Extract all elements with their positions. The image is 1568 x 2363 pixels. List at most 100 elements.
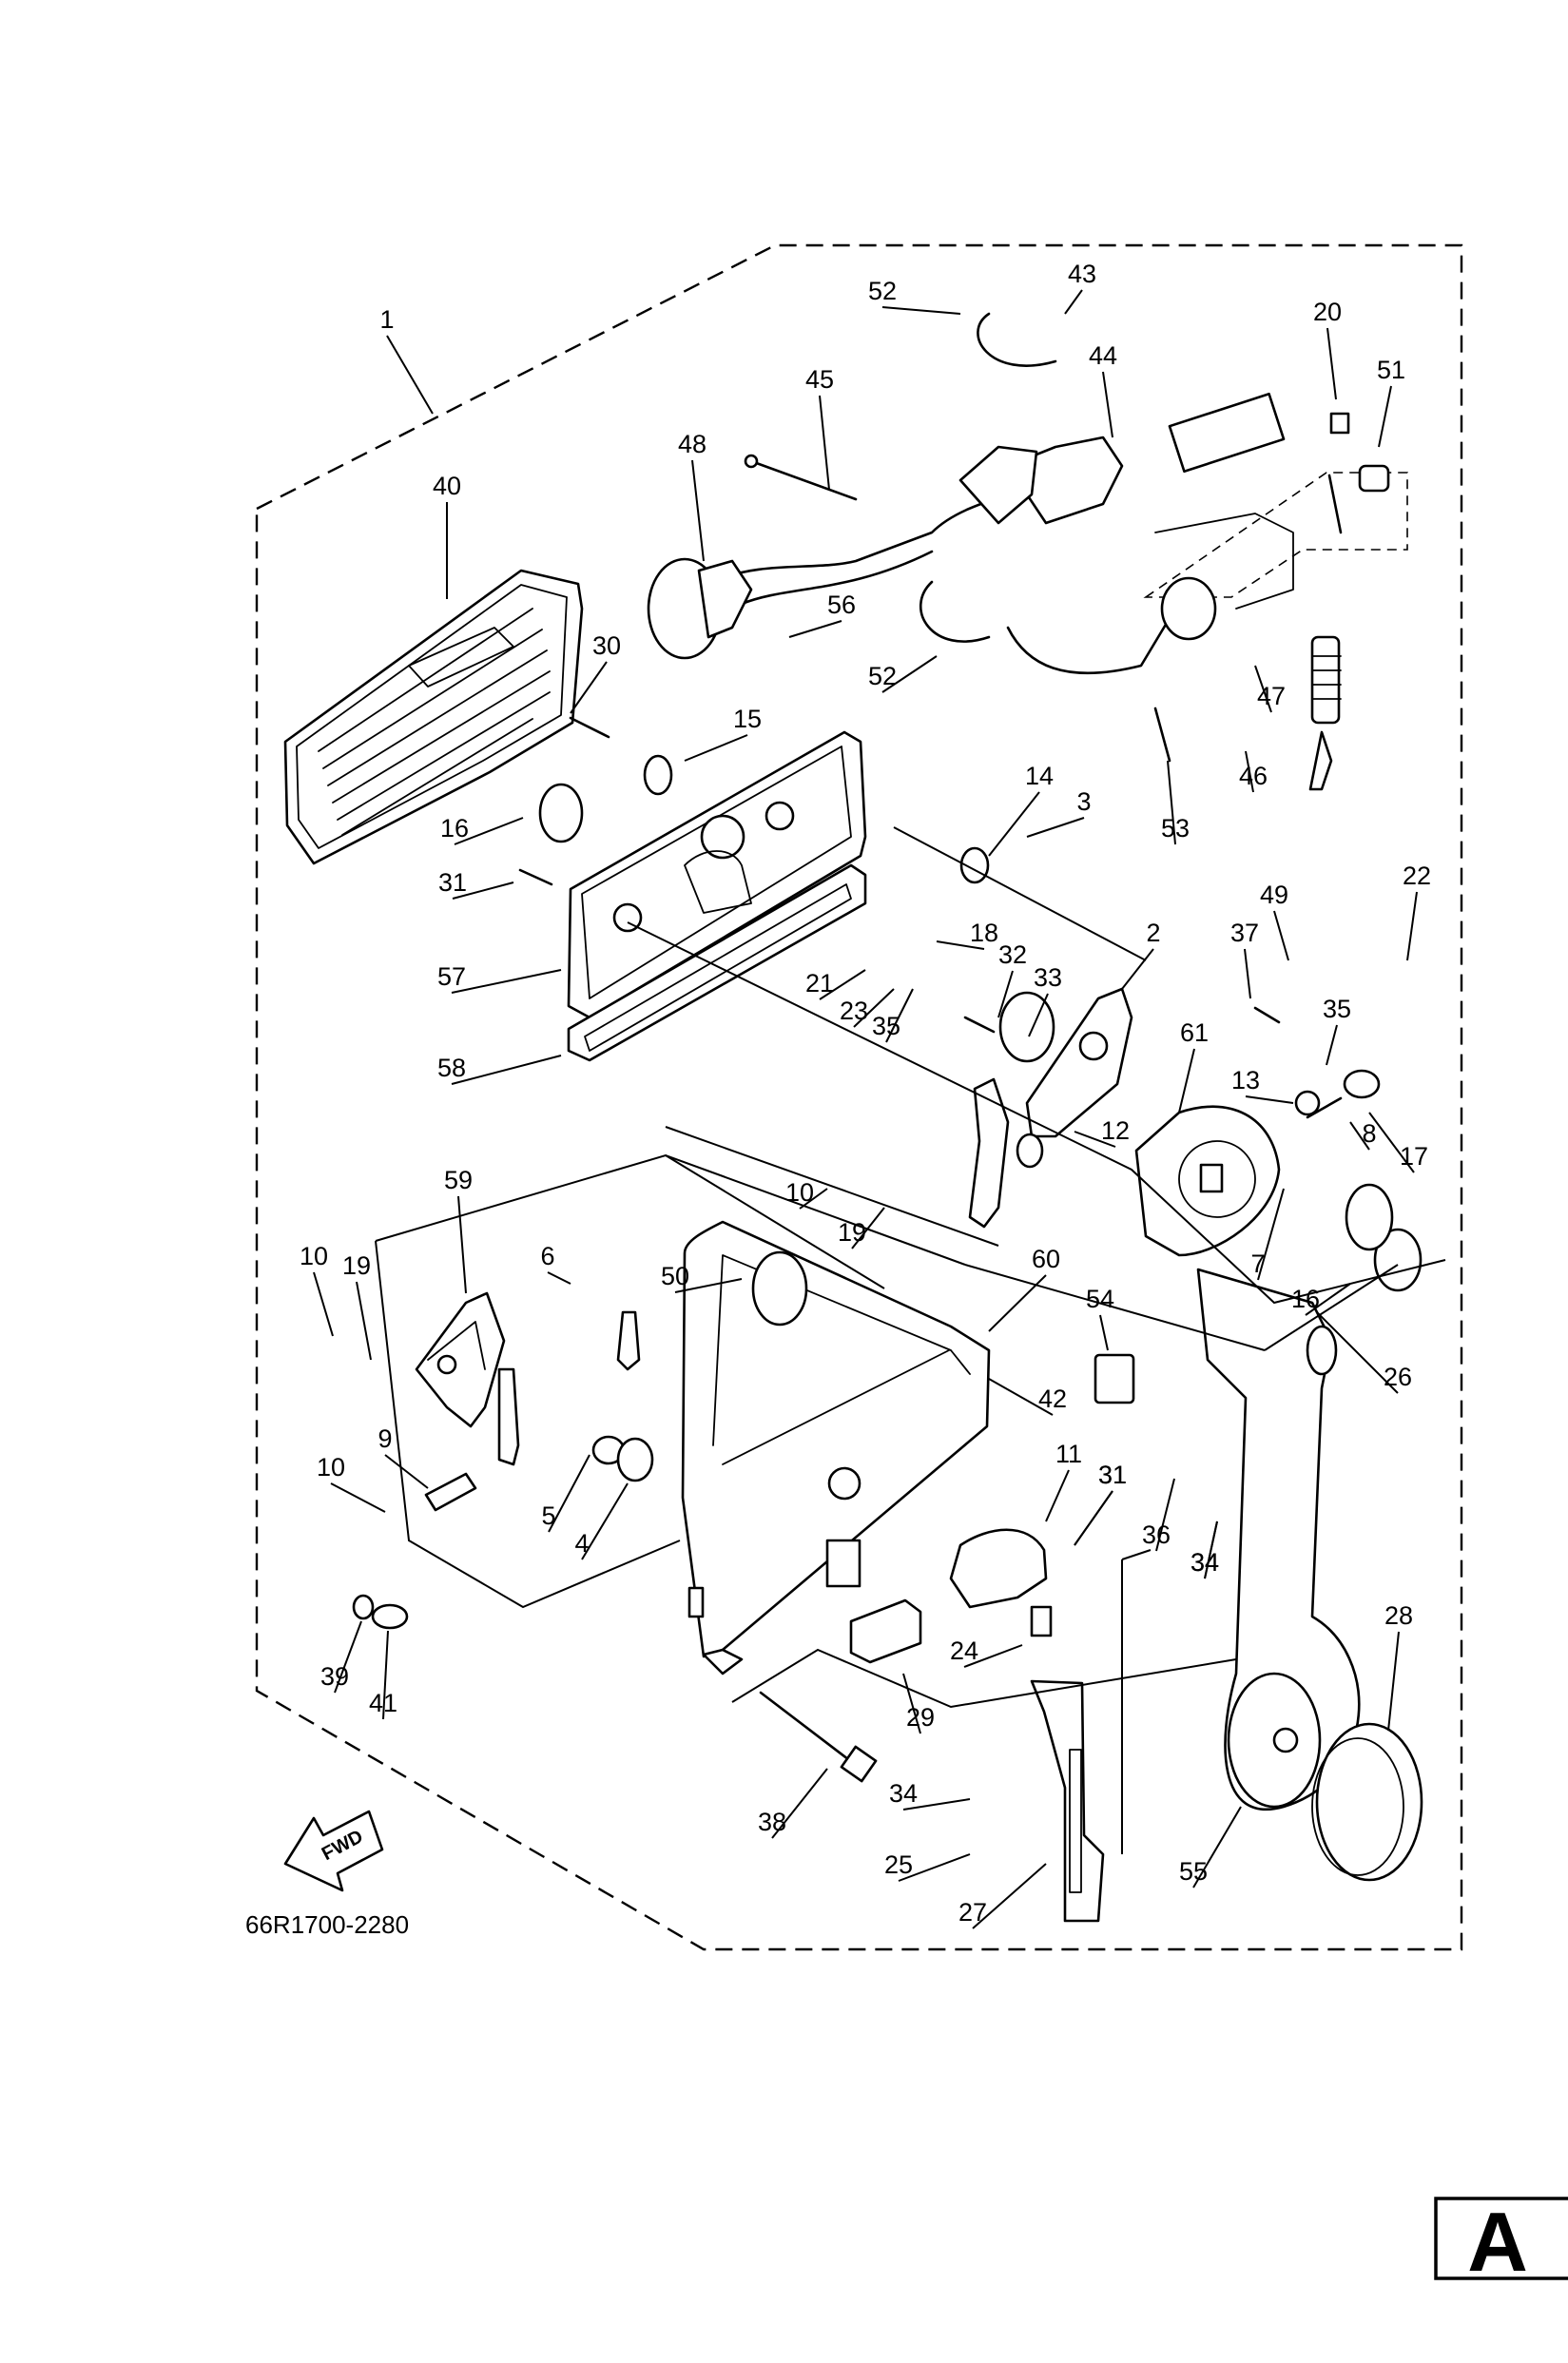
callout-39: 39 bbox=[320, 1662, 349, 1691]
control-lever bbox=[1030, 1268, 1423, 1923]
callout-leader bbox=[313, 1271, 334, 1337]
callout-26: 26 bbox=[1384, 1363, 1412, 1391]
callout-52: 52 bbox=[868, 662, 897, 690]
callout-28: 28 bbox=[1384, 1601, 1413, 1630]
shift-arm bbox=[968, 1077, 1010, 1229]
callout-leader bbox=[1121, 948, 1154, 990]
callout-45: 45 bbox=[805, 365, 834, 394]
callout-leader bbox=[581, 1482, 629, 1560]
callout-leader bbox=[963, 1644, 1023, 1668]
callout-leader bbox=[451, 1055, 562, 1085]
cam bbox=[1134, 1105, 1281, 1257]
callout-34: 34 bbox=[889, 1779, 918, 1808]
callout-leader bbox=[1074, 1131, 1116, 1148]
callout-leader bbox=[1064, 289, 1083, 315]
callout-leader bbox=[457, 1195, 467, 1294]
callout-30: 30 bbox=[592, 631, 621, 660]
callout-38: 38 bbox=[758, 1808, 786, 1836]
callout-leader bbox=[1316, 1311, 1399, 1394]
callout-51: 51 bbox=[1377, 356, 1405, 384]
callout-leader bbox=[788, 620, 842, 638]
clamp-upper bbox=[977, 312, 1057, 367]
callout-5: 5 bbox=[541, 1501, 555, 1530]
callout-7: 7 bbox=[1250, 1249, 1265, 1278]
callout-16: 16 bbox=[1291, 1285, 1320, 1313]
callout-leader bbox=[684, 734, 748, 762]
callout-60: 60 bbox=[1032, 1245, 1060, 1273]
callout-leader bbox=[881, 306, 961, 315]
section-letter: A bbox=[1467, 2195, 1528, 2289]
callout-49: 49 bbox=[1260, 881, 1288, 909]
side-cover bbox=[681, 1220, 991, 1675]
callout-leader bbox=[1028, 993, 1049, 1037]
callout-leader bbox=[972, 1863, 1047, 1929]
callout-31: 31 bbox=[1098, 1461, 1127, 1489]
callout-leader bbox=[1406, 891, 1418, 961]
callout-leader bbox=[1273, 910, 1289, 961]
callout-32: 32 bbox=[998, 940, 1027, 969]
callout-31: 31 bbox=[1098, 1461, 1127, 1489]
bracket bbox=[849, 1598, 922, 1664]
callout-27: 27 bbox=[958, 1898, 987, 1927]
callout-leader bbox=[452, 881, 514, 900]
callout-16: 16 bbox=[440, 814, 469, 843]
callout-55: 55 bbox=[1179, 1857, 1208, 1886]
callout-43: 43 bbox=[1068, 260, 1096, 288]
callout-leader bbox=[1167, 760, 1176, 845]
callout-leader bbox=[819, 969, 866, 1000]
switch-block bbox=[1094, 1353, 1135, 1404]
callout-leader bbox=[988, 1378, 1054, 1416]
callout-leader bbox=[1368, 1112, 1415, 1173]
callout-leader bbox=[1074, 1490, 1113, 1546]
callout-15: 15 bbox=[733, 705, 762, 733]
callout-leader bbox=[1257, 1188, 1285, 1281]
callout-leader bbox=[1192, 1806, 1242, 1888]
assembly-boundary bbox=[255, 243, 1463, 1951]
callout-31: 31 bbox=[438, 868, 467, 897]
callout-59: 59 bbox=[444, 1166, 473, 1194]
cover-panel bbox=[283, 569, 584, 865]
sub-boundary-1 bbox=[1143, 472, 1408, 598]
callout-leader bbox=[988, 791, 1040, 857]
callout-24: 24 bbox=[950, 1637, 978, 1665]
callout-25: 25 bbox=[884, 1850, 913, 1879]
callout-35: 35 bbox=[872, 1012, 900, 1040]
fwd-arrow: FWD bbox=[283, 1810, 384, 1892]
callout-20: 20 bbox=[1313, 298, 1342, 326]
callout-leader bbox=[1102, 371, 1113, 438]
callout-leader bbox=[902, 1673, 921, 1734]
callout-19: 19 bbox=[838, 1218, 866, 1247]
callout-44: 44 bbox=[1089, 341, 1117, 370]
grommets bbox=[352, 754, 1423, 1630]
callout-2: 2 bbox=[1146, 919, 1160, 947]
callout-leader bbox=[1326, 1024, 1338, 1066]
callout-leader bbox=[988, 1274, 1047, 1332]
callout-leader bbox=[902, 1798, 971, 1811]
callout-10: 10 bbox=[300, 1242, 328, 1270]
callout-56: 56 bbox=[827, 591, 856, 619]
callout-19: 19 bbox=[342, 1251, 371, 1280]
callout-leader bbox=[547, 1271, 571, 1285]
callout-4: 4 bbox=[574, 1529, 589, 1558]
callout-40: 40 bbox=[433, 472, 461, 500]
callout-leader bbox=[330, 1482, 386, 1513]
callout-33: 33 bbox=[1034, 963, 1062, 992]
callout-leader bbox=[851, 1207, 885, 1249]
callout-53: 53 bbox=[1161, 814, 1190, 843]
callout-52: 52 bbox=[868, 277, 897, 305]
callout-34: 34 bbox=[1191, 1548, 1219, 1577]
callout-leader bbox=[799, 1188, 828, 1210]
link-plate bbox=[415, 1291, 506, 1428]
callout-leader bbox=[1305, 1283, 1351, 1316]
wiring-harness bbox=[647, 392, 1342, 791]
callout-11: 11 bbox=[1055, 1440, 1082, 1468]
callout-47: 47 bbox=[1257, 682, 1286, 710]
callout-12: 12 bbox=[1101, 1116, 1130, 1145]
callout-leader bbox=[771, 1768, 828, 1839]
callout-23: 23 bbox=[840, 997, 868, 1025]
callout-21: 21 bbox=[805, 969, 834, 997]
callout-3: 3 bbox=[1076, 787, 1091, 816]
callout-leader bbox=[1026, 817, 1085, 838]
